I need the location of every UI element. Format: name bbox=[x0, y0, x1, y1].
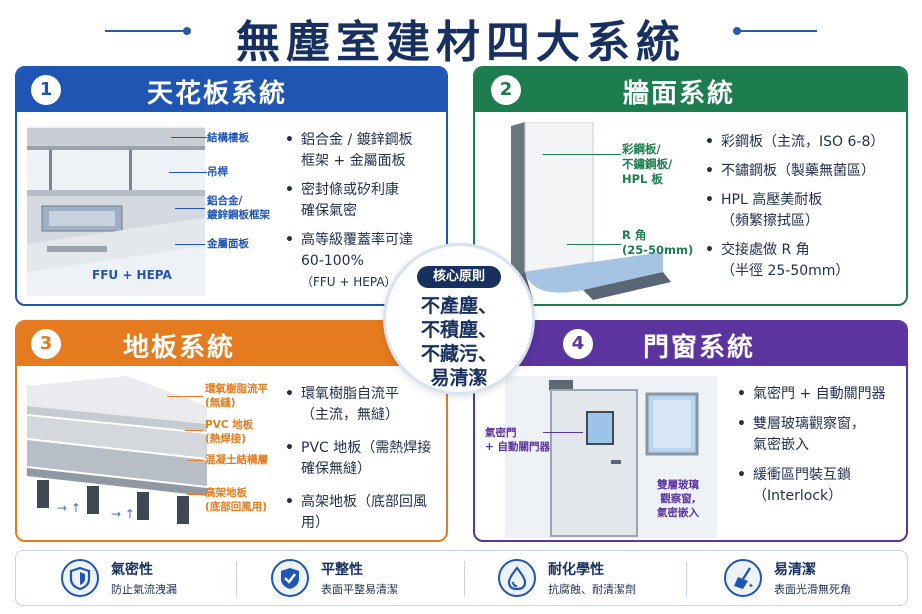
features-bar: 氣密性 防止氣流洩漏 平整性 表面平整易清潔 耐化學性 抗腐蝕、耐清潔劑 ✦ 易… bbox=[15, 550, 908, 606]
wall-material-label: 彩鋼板/ 不鏽鋼板/ HPL 板 bbox=[622, 142, 673, 186]
hanger-rod-label: 吊桿 bbox=[207, 166, 228, 178]
drop-icon bbox=[498, 559, 536, 597]
feature-title: 平整性 bbox=[321, 562, 363, 578]
title-dot-right bbox=[733, 27, 741, 35]
feature-desc: 抗腐蝕、耐清潔劑 bbox=[548, 583, 636, 596]
ceiling-bullet-list: 鋁合金 / 鍍鋅鋼板 框架 + 金屬面板 密封條或矽利康 確保氣密 高等級覆蓋率… bbox=[285, 130, 445, 301]
wall-bullet-3: HPL 高壓美耐板 （頻繁擦拭區） bbox=[705, 190, 905, 232]
wall-bullet-4: 交接處做 R 角 （半徑 25-50mm） bbox=[705, 240, 905, 282]
shield-icon bbox=[61, 559, 99, 597]
ceiling-illustration bbox=[27, 126, 205, 296]
ffu-hepa-label: FFU + HEPA bbox=[92, 268, 172, 282]
r-corner-label: R 角 (25-50mm) bbox=[622, 228, 694, 257]
svg-text:✦: ✦ bbox=[748, 582, 754, 590]
door-bullet-1: 氣密門 + 自動關門器 bbox=[737, 384, 906, 405]
wall-illustration bbox=[511, 122, 671, 300]
epoxy-layer-label: 環氧樹脂流平 (無縫) bbox=[205, 383, 268, 409]
floor-system-panel: 3 地板系統 → ↑ → ↑ 環氧樹脂流平 (無縫) PVC 地板 (熱焊接) … bbox=[15, 320, 448, 542]
door-illustration bbox=[505, 376, 717, 538]
door-bullet-3: 緩衝區門裝互鎖 （Interlock） bbox=[737, 465, 906, 507]
floor-illustration: → ↑ → ↑ bbox=[27, 376, 207, 524]
floor-panel-header: 3 地板系統 bbox=[17, 322, 446, 366]
broom-icon: ✦ bbox=[724, 559, 762, 597]
wall-bullet-list: 彩鋼板（主流，ISO 6-8） 不鏽鋼板（製藥無菌區） HPL 高壓美耐板 （頻… bbox=[705, 132, 905, 290]
ceiling-panel-number: 1 bbox=[31, 75, 61, 105]
title-dot-left bbox=[183, 27, 191, 35]
wall-panel-header: 2 牆面系統 bbox=[475, 68, 906, 112]
wall-panel-title: 牆面系統 bbox=[623, 79, 736, 109]
wall-bullet-2: 不鏽鋼板（製藥無菌區） bbox=[705, 161, 905, 182]
feature-title: 耐化學性 bbox=[548, 562, 604, 578]
check-shield-icon bbox=[271, 559, 309, 597]
floor-bullet-3: 高架地板（底部回風用） bbox=[285, 492, 445, 534]
svg-text:→ ↑: → ↑ bbox=[57, 501, 81, 515]
floor-bullet-list: 環氧樹脂自流平 （主流，無縫） PVC 地板（需熱焊接 確保無縫） 高架地板（底… bbox=[285, 384, 445, 540]
door-panel-number: 4 bbox=[563, 329, 593, 359]
concrete-layer-label: 混凝土結構層 bbox=[205, 454, 268, 466]
door-bullet-2: 雙層玻璃觀察窗， 氣密嵌入 bbox=[737, 414, 906, 456]
door-panel-header: 4 門窗系統 bbox=[475, 322, 906, 366]
metal-panel-label: 金屬面板 bbox=[207, 238, 249, 250]
structural-slab-label: 結構樓板 bbox=[207, 132, 249, 144]
feature-divider bbox=[464, 561, 465, 597]
raised-floor-label: 高架地板 (底部回風用) bbox=[205, 487, 268, 513]
page-title: 無塵室建材四大系統 bbox=[236, 17, 686, 68]
feature-divider bbox=[686, 561, 687, 597]
ceiling-system-panel: 1 天花板系統 結構樓板 吊桿 鋁合金/ 鍍鋅鋼板框架 金屬面板 FFU + H… bbox=[15, 66, 448, 306]
core-principle-text: 不產塵、 不積塵、 不藏污、 易清潔 bbox=[420, 295, 497, 389]
feature-desc: 防止氣流洩漏 bbox=[111, 583, 177, 596]
observation-window-label: 雙層玻璃 觀察窗, 氣密嵌入 bbox=[657, 479, 699, 519]
feature-title: 氣密性 bbox=[111, 562, 153, 578]
core-principle-badge: 核心原則 bbox=[417, 266, 501, 288]
ceiling-bullet-1: 鋁合金 / 鍍鋅鋼板 框架 + 金屬面板 bbox=[285, 130, 445, 172]
wall-bullet-1: 彩鋼板（主流，ISO 6-8） bbox=[705, 132, 905, 153]
svg-text:→ ↑: → ↑ bbox=[111, 507, 135, 521]
floor-panel-number: 3 bbox=[31, 329, 61, 359]
floor-bullet-2: PVC 地板（需熱焊接 確保無縫） bbox=[285, 438, 445, 480]
wall-panel-number: 2 bbox=[491, 75, 521, 105]
ceiling-panel-title: 天花板系統 bbox=[147, 79, 288, 109]
feature-divider bbox=[236, 561, 237, 597]
ceiling-bullet-3: 高等級覆蓋率可達 60-100%（FFU + HEPA） bbox=[285, 230, 445, 293]
airtight-door-label: 氣密門 + 自動關門器 bbox=[485, 427, 550, 453]
pvc-layer-label: PVC 地板 (熱焊接) bbox=[205, 419, 254, 445]
core-principle-circle: 核心原則 不產塵、 不積塵、 不藏污、 易清潔 bbox=[383, 243, 535, 395]
ceiling-bullet-2: 密封條或矽利康 確保氣密 bbox=[285, 180, 445, 222]
door-panel-title: 門窗系統 bbox=[643, 333, 756, 363]
title-rule-right bbox=[737, 30, 817, 32]
feature-title: 易清潔 bbox=[774, 562, 816, 578]
floor-panel-title: 地板系統 bbox=[123, 333, 236, 363]
title-rule-left bbox=[105, 30, 185, 32]
ceiling-bullet-note: （FFU + HEPA） bbox=[301, 275, 397, 289]
door-bullet-list: 氣密門 + 自動關門器 雙層玻璃觀察窗， 氣密嵌入 緩衝區門裝互鎖 （Inter… bbox=[737, 384, 906, 516]
floor-bullet-1: 環氧樹脂自流平 （主流，無縫） bbox=[285, 384, 445, 426]
frame-label: 鋁合金/ 鍍鋅鋼板框架 bbox=[207, 195, 270, 221]
feature-desc: 表面平整易清潔 bbox=[321, 583, 398, 596]
wall-system-panel: 2 牆面系統 彩鋼板/ 不鏽鋼板/ HPL 板 R 角 (25-50mm) 彩鋼… bbox=[473, 66, 908, 306]
ceiling-panel-header: 1 天花板系統 bbox=[17, 68, 446, 112]
door-system-panel: 4 門窗系統 氣密門 + 自動關門器 雙層玻璃 觀察窗, 氣密嵌入 氣密門 + … bbox=[473, 320, 908, 542]
feature-desc: 表面光滑無死角 bbox=[774, 583, 851, 596]
